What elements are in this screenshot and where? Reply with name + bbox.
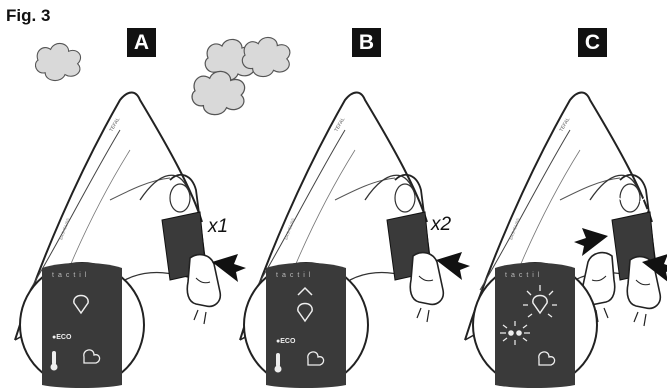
eco-label: ●ECO	[52, 334, 72, 341]
zoom-lens: tactil ●ECO	[244, 263, 368, 388]
thermometer-icon	[276, 353, 280, 367]
steam-cloud	[35, 43, 80, 80]
zoom-lens: tactil ●ECO	[20, 263, 144, 388]
eco-label: ●ECO	[276, 338, 296, 345]
panel-brand: tactil	[52, 272, 90, 279]
panel-brand: tactil	[505, 272, 543, 279]
press-count-label: x2	[430, 214, 452, 235]
zoom-lens: tactil	[473, 263, 597, 388]
steam-cloud	[192, 71, 245, 114]
panel-c: tactil	[465, 93, 667, 389]
thermometer-icon	[52, 351, 56, 365]
press-arrow	[436, 252, 470, 280]
panel-b: x2 tactil ●ECO	[192, 37, 470, 388]
panel-brand: tactil	[276, 272, 314, 279]
hand	[187, 255, 220, 324]
press-count-label: x1	[207, 216, 228, 237]
hand	[410, 253, 443, 322]
